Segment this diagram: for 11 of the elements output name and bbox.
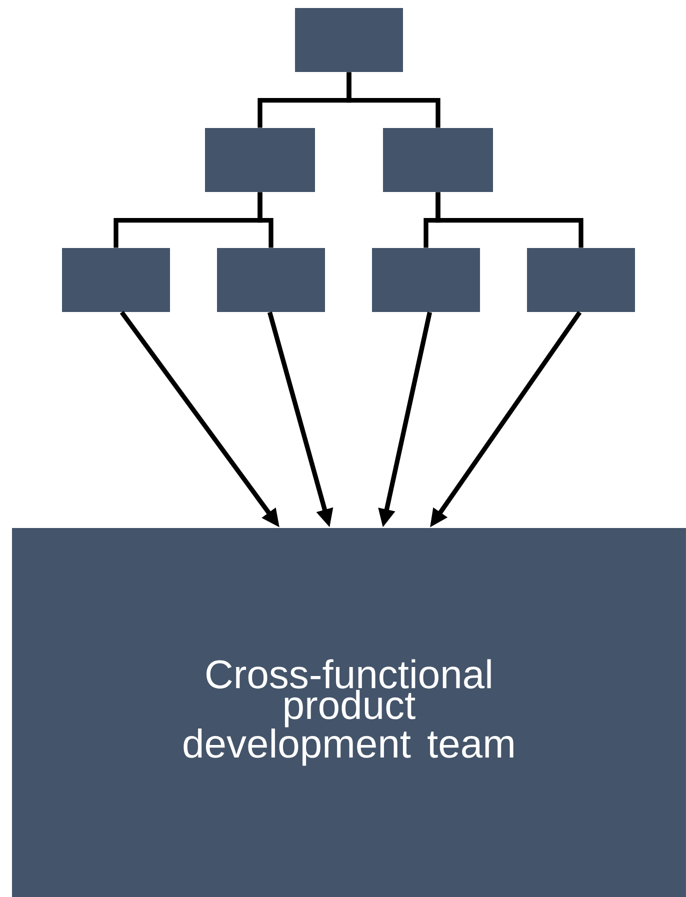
connector-line — [436, 192, 584, 248]
connector-line — [258, 192, 274, 248]
org-box — [217, 248, 325, 312]
org-box — [295, 8, 403, 72]
org-box — [205, 128, 315, 192]
org-box — [62, 248, 170, 312]
org-box — [383, 128, 493, 192]
org-box — [527, 248, 635, 312]
connector-line — [346, 72, 440, 128]
team-box: Cross-functional product development team — [12, 528, 686, 897]
org-box — [372, 248, 480, 312]
